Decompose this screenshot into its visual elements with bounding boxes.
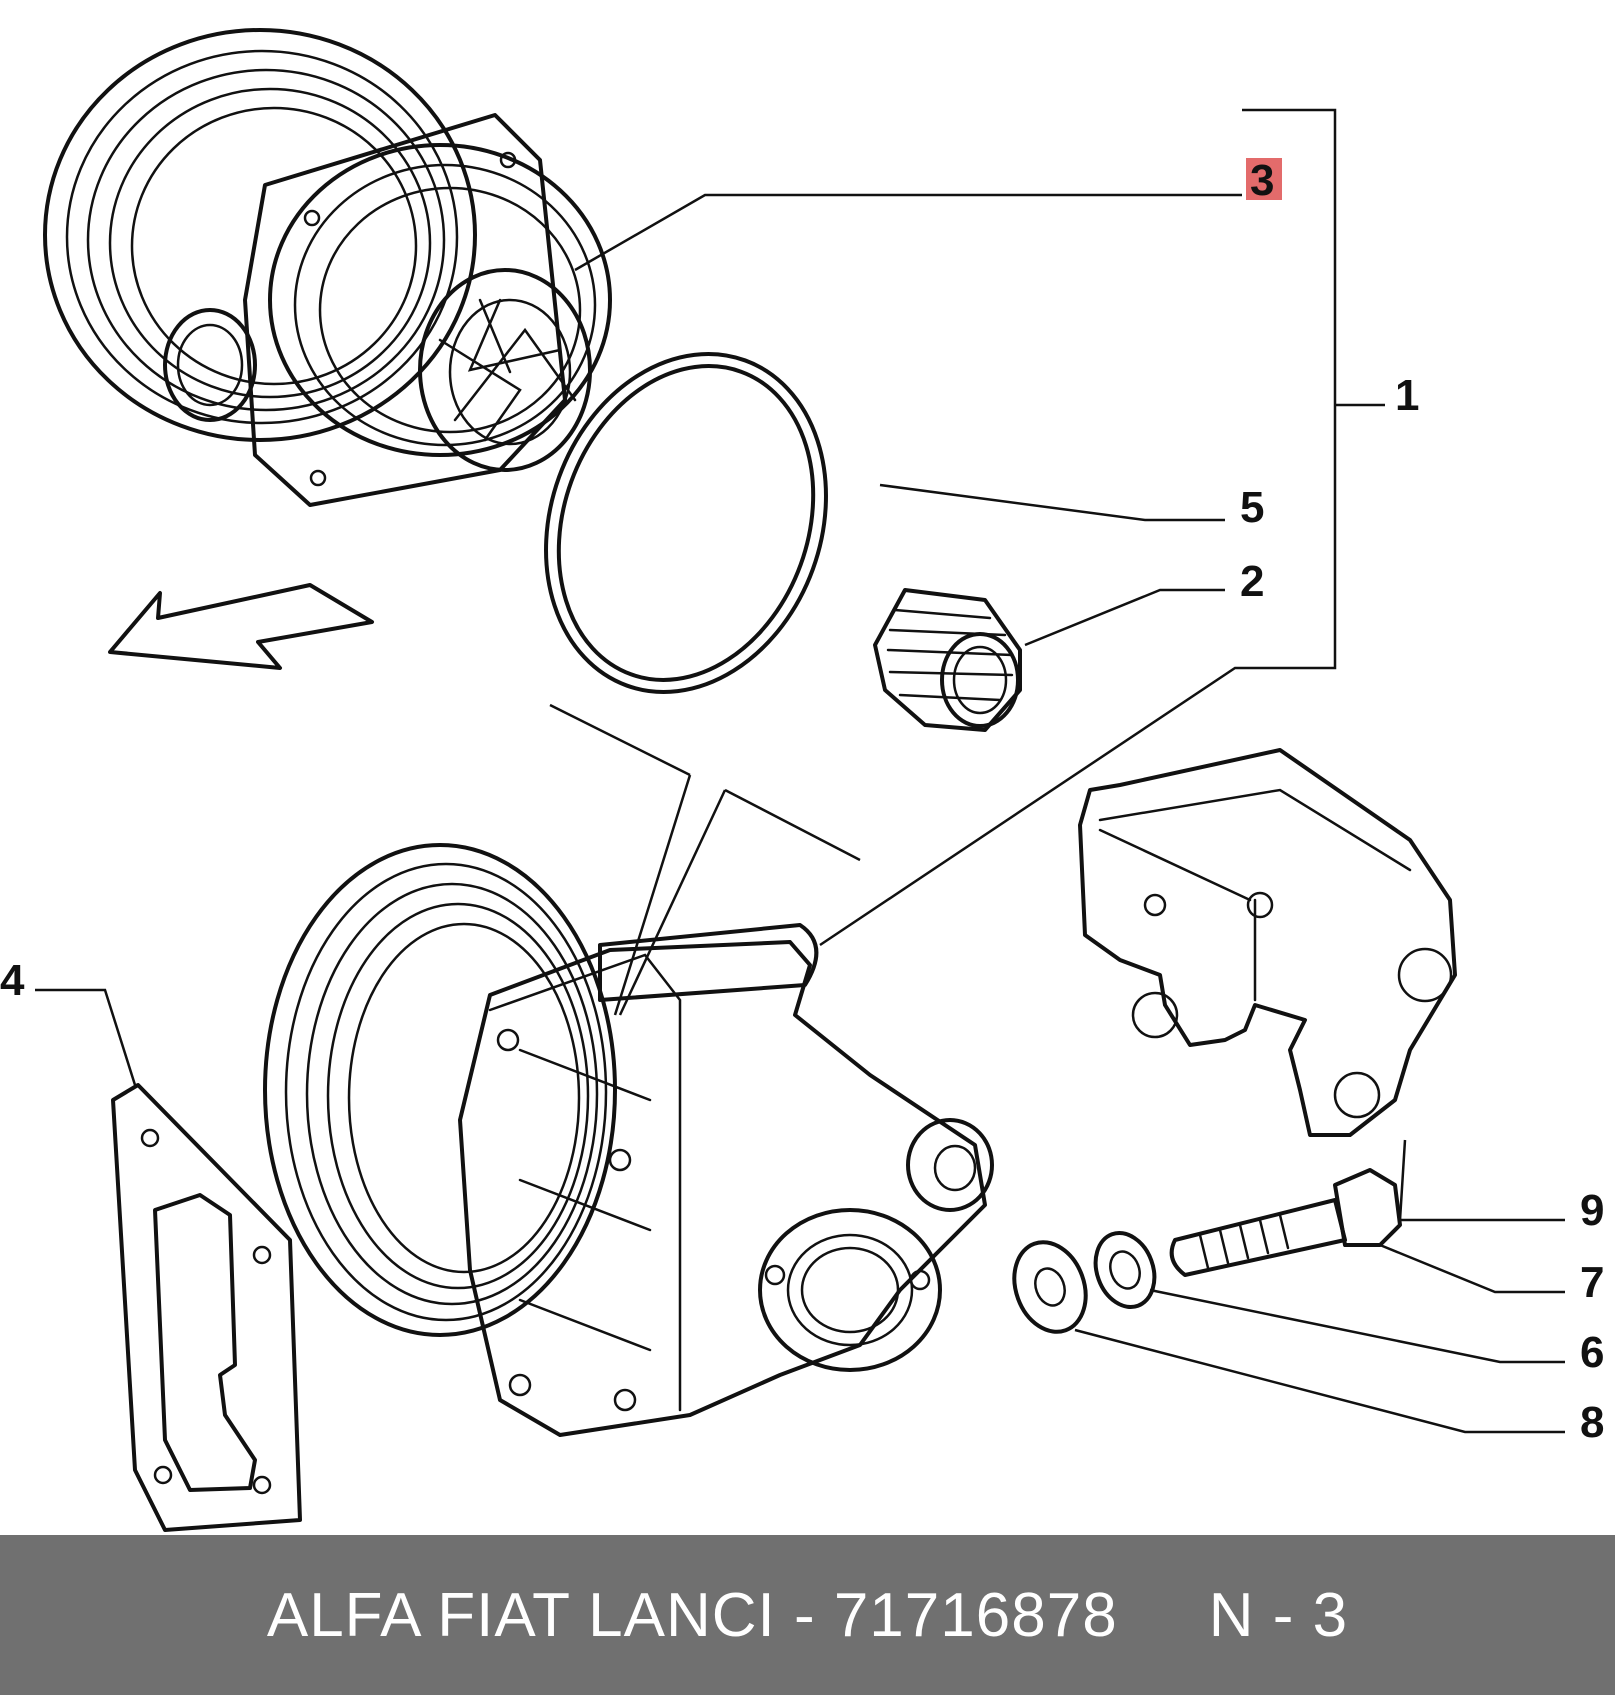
callout-2[interactable]: 2 <box>1240 557 1264 606</box>
leader-lines <box>35 108 1565 1434</box>
detail-pointer-lines <box>549 703 861 1016</box>
callout-3[interactable]: 3 <box>1250 156 1274 205</box>
water-pump-upper[interactable] <box>43 28 612 507</box>
direction-arrow <box>108 583 374 670</box>
gasket[interactable] <box>111 1083 302 1532</box>
callout-6[interactable]: 6 <box>1580 1328 1604 1377</box>
spacer[interactable] <box>1002 1232 1097 1342</box>
callout-8[interactable]: 8 <box>1580 1398 1604 1447</box>
o-ring-seal[interactable] <box>500 314 872 731</box>
mounting-bracket[interactable] <box>1078 748 1457 1137</box>
callout-1[interactable]: 1 <box>1395 371 1419 420</box>
callout-3-highlight <box>1246 158 1282 200</box>
callout-4[interactable]: 4 <box>0 956 25 1005</box>
hose-connector[interactable] <box>873 588 1022 732</box>
bolt[interactable] <box>1169 1168 1402 1277</box>
callout-7[interactable]: 7 <box>1580 1258 1604 1307</box>
footer-part-number-text: ALFA FIAT LANCI - 71716878 N - 3 <box>266 1580 1349 1650</box>
callout-9[interactable]: 9 <box>1580 1186 1604 1235</box>
exploded-parts-diagram: 3 1 5 2 4 9 7 6 8 <box>0 28 1604 1532</box>
footer-bar: ALFA FIAT LANCI - 71716878 N - 3 <box>0 1535 1615 1695</box>
water-pump-assembly-lower[interactable] <box>263 843 994 1437</box>
washer[interactable] <box>1086 1225 1165 1316</box>
callout-5[interactable]: 5 <box>1240 483 1264 532</box>
callout-labels: 3 1 5 2 4 9 7 6 8 <box>0 156 1604 1447</box>
